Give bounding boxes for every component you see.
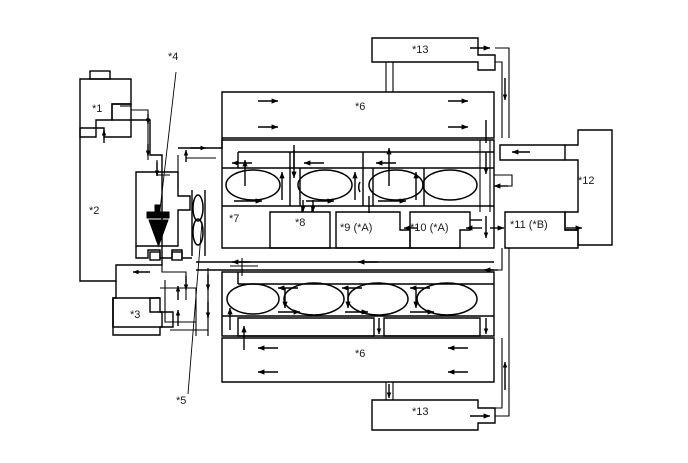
- callout-4: *4: [168, 51, 178, 63]
- upper-head-jacket-group: [221, 91, 495, 139]
- aux-lower-right-pipe: [495, 278, 510, 417]
- cylinder-u2: [297, 169, 353, 201]
- port-a: [149, 251, 161, 261]
- cylinder-l4: [416, 282, 478, 316]
- reservoir-down-pipe: [131, 109, 149, 160]
- feed-rail-upper: [178, 138, 223, 149]
- reservoir-feed-pipes: [101, 105, 170, 177]
- top-feed-rail: [177, 138, 223, 190]
- callout-13-lower: *13: [412, 406, 429, 418]
- lower-head-outline: [221, 337, 495, 383]
- housing-port-profile: [135, 246, 192, 259]
- callout-10: *10 (*A): [410, 222, 449, 234]
- reservoir-branch: [156, 160, 170, 176]
- upper-head-outline: [221, 91, 495, 139]
- cylinder-l1: [226, 283, 280, 315]
- housing-ports-group: [135, 246, 192, 261]
- callout-6-lower: *6: [355, 348, 365, 360]
- reservoir-cap: [89, 70, 111, 80]
- cylinder-u1: [225, 169, 281, 201]
- lower-block-group: [221, 271, 495, 337]
- left-return-piping: [132, 265, 211, 336]
- cylinder-u4: [422, 169, 478, 201]
- middle-cross-rail: [196, 258, 494, 276]
- sub-boxes-group: [269, 200, 482, 249]
- thermostat-housing-group: [135, 171, 191, 248]
- aux-lower-outline: [371, 399, 496, 431]
- return-pipe-1: [161, 265, 187, 300]
- water-pump-group: [191, 190, 206, 256]
- leader-4: [159, 71, 177, 211]
- left-lower-feeds: [207, 272, 247, 350]
- leader-lines-group: [159, 71, 203, 395]
- cylinder-u-notch: [357, 181, 361, 193]
- riser-r-bottom-elbow: [482, 248, 503, 271]
- callout-7: *7: [229, 213, 239, 225]
- right-tank-group: [499, 129, 613, 246]
- aux-upper-outline: [371, 37, 496, 71]
- return-pipe-3: [164, 280, 196, 323]
- upper-block-group: [221, 139, 495, 249]
- callout-5: *5: [176, 395, 186, 407]
- port-b: [171, 251, 183, 261]
- callout-8: *8: [295, 217, 305, 229]
- leader-5: [187, 221, 203, 395]
- cylinder-l2: [283, 282, 345, 316]
- lower-cell-1: [237, 317, 375, 337]
- cylinder-u3: [368, 169, 424, 201]
- aux-lower-right-pipe2: [495, 338, 503, 409]
- lower-cell-2: [383, 317, 481, 337]
- callout-12: *12: [578, 175, 595, 187]
- box-3-outline: [112, 297, 174, 336]
- callout-6-upper: *6: [355, 101, 365, 113]
- callout-13-upper: *13: [412, 44, 429, 56]
- right-tank-inlet-pipe: [499, 144, 565, 161]
- aux-box-upper-group: [371, 37, 510, 138]
- box-8-outline: [269, 211, 331, 249]
- aux-box-lower-group: [371, 278, 510, 431]
- callout-9: *9 (*A): [340, 222, 372, 234]
- aux-upper-right-pipe: [495, 47, 510, 138]
- callout-1: *1: [92, 103, 102, 115]
- upper-block-outline: [221, 139, 495, 249]
- right-risers-group: [479, 120, 513, 278]
- callout-3: *3: [130, 309, 140, 321]
- thermostat-symbol: [146, 204, 170, 248]
- lower-block-outline: [221, 271, 495, 337]
- box-10-outline: [409, 211, 471, 249]
- aux-upper-right-pipe2: [495, 61, 503, 138]
- pump-impeller-upper: [192, 194, 204, 222]
- lower-head-jacket-group: [221, 337, 495, 383]
- callout-2: *2: [89, 205, 99, 217]
- lower-left-box-group: [112, 297, 174, 336]
- pump-impeller-lower: [192, 218, 204, 246]
- riser-r-elbow: [494, 174, 513, 187]
- callout-11: *11 (*B): [510, 219, 548, 231]
